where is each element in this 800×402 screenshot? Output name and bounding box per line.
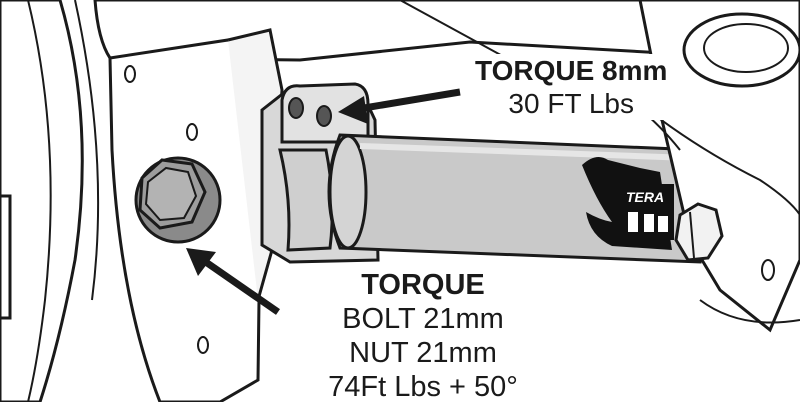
callout-torque-bolt-nut: TORQUE BOLT 21mm NUT 21mm 74Ft Lbs + 50° (318, 268, 528, 402)
arrow-bottom (186, 248, 280, 315)
bracket-hole-3 (197, 336, 209, 354)
tube-logo: TERA (582, 156, 674, 250)
tire-edge (0, 0, 84, 402)
bracket-hole-2 (186, 123, 198, 141)
knuckle-edge (647, 109, 800, 216)
tire-inner-line-2 (74, 0, 100, 301)
callout-top-value: 30 FT Lbs (508, 88, 634, 119)
tube-end (328, 134, 368, 250)
knuckle-hole (761, 259, 775, 281)
left-box-edge (0, 194, 12, 320)
nut-face (144, 166, 198, 222)
callout-bottom-line2: NUT 21mm (349, 337, 497, 369)
knuckle-edge-2 (699, 299, 800, 324)
clamp-collar (278, 148, 334, 252)
arrow-top (338, 88, 461, 124)
logo-text: TERA (626, 189, 664, 205)
knuckle-ring-inner (703, 23, 789, 73)
tire-inner-line (27, 0, 52, 402)
callout-torque-8mm: TORQUE 8mm 30 FT Lbs (472, 54, 671, 120)
tube-highlight (359, 143, 691, 161)
logo-stripe-3 (658, 216, 668, 232)
logo-stripe-1 (628, 212, 638, 232)
frame-edge-line (399, 0, 511, 61)
clamp-bolt-hole-2 (316, 105, 332, 127)
bracket-hole-1 (124, 65, 136, 83)
callout-bottom-line3: 74Ft Lbs + 50° (328, 371, 518, 402)
callout-top-heading: TORQUE 8mm (475, 55, 668, 86)
right-bolt-line (689, 211, 695, 259)
callout-bottom-heading: TORQUE (361, 269, 485, 301)
clamp-bolt-hole-1 (288, 97, 304, 119)
logo-stripe-2 (644, 214, 654, 232)
right-bolt-head (674, 202, 724, 262)
callout-bottom-line1: BOLT 21mm (342, 303, 504, 335)
